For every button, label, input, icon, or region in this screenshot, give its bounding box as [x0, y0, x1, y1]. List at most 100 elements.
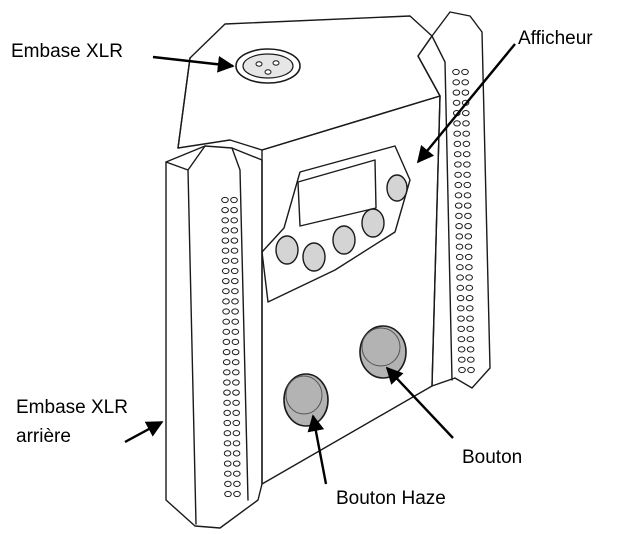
vent-hole: [464, 253, 473, 261]
display-panel: [261, 145, 411, 303]
vent-hole: [465, 264, 473, 271]
vent-hole: [467, 366, 475, 374]
vent-hole: [461, 89, 470, 96]
vent-hole: [456, 295, 465, 302]
vent-hole: [463, 202, 472, 209]
vent-hole: [463, 192, 472, 199]
vent-hole: [466, 305, 474, 312]
label-afficheur: Afficheur: [518, 28, 593, 49]
vent-hole: [457, 315, 465, 322]
vent-hole: [461, 79, 470, 86]
arrow-embase-xlr-arriere: [124, 420, 164, 444]
vent-hole: [231, 308, 239, 315]
vent-hole: [221, 207, 229, 214]
vent-hole: [222, 298, 230, 305]
vent-hole: [221, 237, 230, 244]
vent-hole: [223, 369, 231, 376]
vent-hole: [457, 336, 466, 343]
vent-hole: [224, 490, 232, 498]
vent-hole: [465, 274, 473, 281]
vent-hole: [230, 207, 238, 214]
vent-hole: [466, 325, 475, 332]
vent-hole: [232, 399, 240, 406]
arrow-afficheur: [416, 43, 516, 164]
vent-hole: [466, 346, 475, 353]
vent-hole: [452, 99, 461, 106]
vent-hole: [222, 308, 230, 315]
panel-button-4: [361, 208, 385, 238]
vent-hole: [223, 379, 231, 386]
large-buttons: [283, 325, 407, 427]
vent-hole: [230, 247, 239, 254]
vent-hole: [454, 181, 463, 189]
vent-hole: [221, 217, 229, 224]
panel-button-2: [302, 242, 326, 272]
label-embase-xlr-arriere-line1: Embase XLR: [16, 397, 128, 418]
vent-hole: [452, 68, 460, 76]
vent-hole: [465, 284, 474, 291]
vent-hole: [453, 151, 462, 158]
vent-hole: [232, 379, 240, 386]
vent-hole: [462, 120, 470, 127]
vent-hole: [464, 233, 473, 240]
vent-hole: [464, 223, 472, 230]
vent-hole: [223, 399, 231, 406]
vent-hole: [458, 356, 466, 363]
vent-hole: [458, 366, 466, 374]
vent-hole: [232, 389, 240, 396]
vent-hole: [224, 480, 232, 487]
label-bouton-haze: Bouton Haze: [336, 488, 446, 509]
right-rail-vent-holes: [452, 68, 475, 374]
vent-hole: [465, 295, 474, 302]
vent-hole: [230, 257, 239, 264]
vent-hole: [231, 328, 240, 335]
panel-buttons: [275, 174, 408, 272]
vent-hole: [222, 318, 230, 325]
vent-hole: [455, 223, 463, 230]
vent-hole: [456, 274, 464, 281]
vent-hole: [464, 243, 473, 250]
vent-hole: [230, 267, 239, 275]
vent-hole: [463, 181, 472, 189]
vent-hole: [462, 130, 471, 137]
vent-hole: [457, 305, 465, 312]
vent-hole: [232, 450, 241, 457]
vent-hole: [230, 227, 239, 234]
label-embase-xlr-arriere-line2: arrière: [16, 426, 71, 447]
vent-hole: [231, 359, 240, 366]
arrow-bouton: [385, 366, 454, 439]
vent-hole: [452, 89, 461, 96]
vent-hole: [233, 480, 241, 487]
vent-hole: [232, 440, 241, 447]
vent-hole: [464, 212, 472, 219]
vent-hole: [223, 419, 232, 427]
vent-hole: [453, 130, 462, 137]
vent-hole: [232, 369, 240, 376]
vent-hole: [222, 338, 231, 345]
vent-hole: [230, 196, 238, 204]
vent-hole: [223, 389, 231, 396]
vent-hole: [456, 264, 464, 271]
vent-hole: [233, 490, 241, 498]
vent-hole: [466, 315, 474, 322]
vent-hole: [230, 217, 238, 224]
vent-hole: [222, 328, 231, 335]
vent-hole: [223, 460, 232, 467]
arrow-bouton-haze: [307, 414, 328, 485]
vent-hole: [454, 171, 462, 178]
vent-hole: [462, 110, 470, 117]
vent-hole: [455, 212, 463, 219]
vent-hole: [222, 349, 231, 356]
vent-hole: [467, 356, 475, 363]
callout-labels: Embase XLR Afficheur Embase XLR arrière …: [11, 28, 593, 509]
vent-hole: [232, 409, 240, 416]
arrow-embase-xlr: [152, 55, 235, 73]
label-bouton: Bouton: [462, 447, 522, 468]
vent-hole: [231, 288, 239, 295]
vent-hole: [453, 140, 462, 147]
vent-hole: [463, 161, 471, 168]
callout-arrows: [124, 43, 516, 485]
vent-hole: [232, 460, 241, 467]
vent-hole: [221, 196, 229, 204]
